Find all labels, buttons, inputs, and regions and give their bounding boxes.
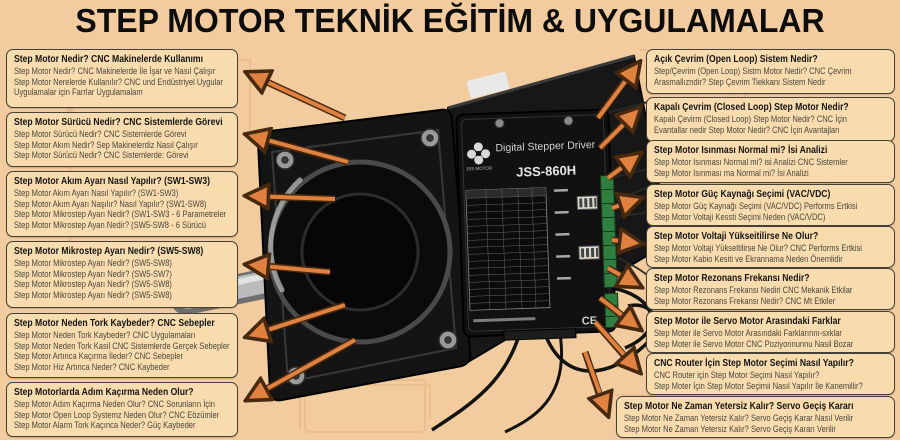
arrow-left-1 <box>252 75 347 122</box>
info-line: Step Motor Artınca Kaçırma İleder? CNC S… <box>14 351 184 362</box>
info-box-right-9: Step Motor Ne Zaman Yetersiz Kalır? Serv… <box>616 396 895 438</box>
info-box-right-7: Step Motor ile Servo Motor Arasındaki Fa… <box>646 311 895 353</box>
info-box-right-8: CNC Router İçin Step Motor Seçimi Nasıl … <box>646 353 895 395</box>
info-line: Step Moter ile Servo Motor Arasındaki Fa… <box>654 328 842 338</box>
arrow-right-1 <box>595 67 636 121</box>
info-box-title: Step Motor Isınması Normal mi? İsi Anali… <box>654 144 828 156</box>
info-box-right-3: Step Motor Isınması Normal mi? İsi Anali… <box>646 140 895 183</box>
info-line: Step Motor Rezonans Frekansı Nediri CNC … <box>654 285 853 295</box>
info-line: Step Motor Mikrostep Ayarı Nedir? (SW5-S… <box>14 279 172 290</box>
info-box-title: Step Motor Sürücü Nedir? CNC Sistemlerde… <box>14 116 223 128</box>
arrow-left-6 <box>252 336 357 397</box>
info-box-left-6: Step Motorlarda Adım Kaçırma Neden Olur?… <box>6 382 238 437</box>
info-box-title: Step Motor Akım Ayarı Nasıl Yapılır? (SW… <box>14 175 211 187</box>
dip-switch-icon <box>576 195 599 211</box>
brand-logo-icon <box>467 142 491 165</box>
info-box-title: Step Motor Nedir? CNC Makinelerde Kullan… <box>14 53 203 65</box>
arrow-left-2 <box>252 136 349 166</box>
info-line: Step Motor Isınması ma Normal mi? İsi An… <box>654 167 809 178</box>
info-line: Step Motor Ne Zaman Yetersiz Kalır? Serv… <box>624 413 854 423</box>
info-box-left-3: Step Motor Akım Ayarı Nasıl Yapılır? (SW… <box>6 171 238 237</box>
info-box-left-5: Step Motor Neden Tork Kaybeder? CNC Sebe… <box>6 313 238 378</box>
dip-switch-icon <box>578 245 600 261</box>
info-box-title: Step Motor ile Servo Motor Arasındaki Fa… <box>654 315 841 327</box>
driver-model-label: JSS-860H <box>516 163 576 180</box>
info-line: Arasmallızndir? Step Çevrim Tiekkanı Sis… <box>654 76 826 87</box>
info-box-title: Step Motor Güç Kaynağı Seçimi (VAC/VDC) <box>654 188 831 200</box>
info-box-title: Step Motorlarda Adım Kaçırma Neden Olur? <box>14 386 194 398</box>
info-line: Step Motor Ne Zaman Yetersiz Kalır? Serv… <box>624 423 836 434</box>
arrow-right-5 <box>611 240 636 243</box>
info-box-left-1: Step Motor Nedir? CNC Makinelerde Kullan… <box>6 49 238 108</box>
info-line: Step Motor Voltaji Yükseltilirse Ne Olur… <box>654 243 862 253</box>
info-line: Step Motor Sürücü Nedir? CNC Sistemlerde… <box>14 129 187 139</box>
info-line: Step Motor Open Loop Systemz Neden Olur?… <box>14 409 220 420</box>
arrow-left-4 <box>252 265 331 272</box>
driver-type-label: Digital Stepper Driver <box>495 139 596 154</box>
info-line: Step Motor Nerelerde Kullanılır? CNC und… <box>14 76 223 87</box>
info-line: Step Motor Mikrostep Ayarı Nedir? (SW1-S… <box>14 209 227 220</box>
arrow-right-4 <box>610 200 636 208</box>
info-line: Kapalı Çevirm (Closed Loop) Step Motor N… <box>654 114 848 124</box>
arrow-right-9 <box>581 350 606 410</box>
info-box-left-2: Step Motor Sürücü Nedir? CNC Sistemlerde… <box>6 112 238 167</box>
arrow-right-8 <box>592 319 636 368</box>
info-line: Step Motor Kabio Kesiti ve Ekrannama Ned… <box>654 253 843 264</box>
info-box-right-5: Step Motor Voltaji Yükseitilirse Ne Olur… <box>646 226 895 268</box>
arrow-left-5 <box>252 301 347 335</box>
info-line: Step Motor Alarm Tork Kaçınca Neder? Güç… <box>14 420 196 431</box>
info-line: Step Motor Nedir? CNC Makinelerde İle İş… <box>14 66 216 76</box>
info-line: Step Motor Voltaji Kessti Seçimi Neden (… <box>654 211 826 222</box>
fine-print-line <box>473 317 536 323</box>
info-box-title: Step Motor Voltaji Yükseitilirse Ne Olur… <box>654 230 819 242</box>
info-box-title: Kapalı Çevrim (Closed Loop) Step Motor N… <box>654 101 849 113</box>
arrow-right-6 <box>606 268 636 284</box>
info-line: Step Moter İçin Step Motor Seçimii Nasıl… <box>654 380 863 391</box>
info-line: Step Motor Akım Ayarı Naşılır? Nasıl Yap… <box>14 198 207 209</box>
info-box-right-1: Açık Çevrim (Open Loop) Sistem Nedir? St… <box>646 49 895 94</box>
info-line: Step Motor Mikrostep Ayan Nedir? (SW5-SW… <box>14 219 207 230</box>
info-line: Step Motor Sürücü Nedir? CNC Sistemlerde… <box>14 150 189 161</box>
info-line: Step Motor Akım Nedir? Sep Makinelerdiz … <box>14 139 198 150</box>
info-line: CNC Router için Step Motor Seçimi Nasıl … <box>654 370 820 380</box>
info-box-left-4: Step Motor Mikrostep Ayarı Nedir? (SW5-S… <box>6 241 238 308</box>
info-box-title: Step Motor Mikrostep Ayarı Nedir? (SW5-S… <box>14 245 204 257</box>
arrow-left-3 <box>252 196 336 199</box>
motor-label-sticker <box>466 71 510 99</box>
arrow-right-2 <box>597 112 636 151</box>
arrow-right-3 <box>605 157 636 181</box>
info-line: Step Motor Neden Tork Kaybeder? CNC Uygu… <box>14 330 196 340</box>
info-line: Step Motor Güç Kaynağı Seçimi (VAC/VDC) … <box>654 201 858 211</box>
info-line: Step Motor Mikrostep Ayarı Nedir? (SW5-S… <box>14 258 172 268</box>
info-line: Evantallar nedir Step Motor Nedir? CNC İ… <box>654 124 840 135</box>
info-line: Step Motor Rezonans Frekansı Nedir? CNC … <box>654 295 836 306</box>
info-line: Step Motor Mikrostep Ayarı Nedir? (SW5-S… <box>14 289 172 300</box>
info-line: Step Motor Neden Tork Kasil CNC Sistemle… <box>14 340 230 351</box>
dip-switch-area <box>553 188 600 280</box>
info-box-title: Step Motor Ne Zaman Yetersiz Kalır? Serv… <box>624 400 854 412</box>
info-line: Step Moter ile Servo Motor CNC Poziyonnu… <box>654 338 854 349</box>
bottom-connector <box>503 328 577 341</box>
info-box-title: CNC Router İçin Step Motor Seçimi Nasıl … <box>654 357 854 369</box>
info-box-title: Step Motor Rezonans Frekansı Nedir? <box>654 272 810 284</box>
stepper-driver-image: JSS MOTOR Digital Stepper Driver JSS-860… <box>455 108 620 341</box>
arrow-right-7 <box>597 295 636 326</box>
info-line: Uygulamalar için Farrlar Uygulamalam <box>14 87 143 98</box>
pointer-arrows <box>252 67 636 410</box>
info-box-right-6: Step Motor Rezonans Frekansı Nedir? Step… <box>646 268 895 310</box>
settings-table <box>465 187 551 311</box>
info-box-title: Açık Çevrim (Open Loop) Sistem Nedir? <box>654 53 818 65</box>
info-line: Step Motor Hiz Artınca Neder? CNC Kaybed… <box>14 361 170 372</box>
info-line: Step Motor Mikrostep Ayarı Nedir? (SW5-S… <box>14 268 172 279</box>
info-box-title: Step Motor Neden Tork Kaybeder? CNC Sebe… <box>14 317 215 329</box>
info-line: Step/Çevrim (Open Loop) Sistm Motor Nedi… <box>654 66 852 76</box>
info-box-right-4: Step Motor Güç Kaynağı Seçimi (VAC/VDC) … <box>646 184 895 226</box>
info-box-right-2: Kapalı Çevrim (Closed Loop) Step Motor N… <box>646 97 895 142</box>
info-line: Step Motor Adım Kaçırma Neden Olur? CNC … <box>14 399 215 409</box>
brand-label: JSS MOTOR <box>466 165 493 171</box>
info-line: Step Motor Akım Ayarı Nasıl Yapılır? (SW… <box>14 188 179 198</box>
page-title: STEP MOTOR TEKNİK EĞİTİM & UYGULAMALAR <box>75 2 825 39</box>
info-line: Step Motor Isınması Normal mi? isi Anali… <box>654 157 848 167</box>
